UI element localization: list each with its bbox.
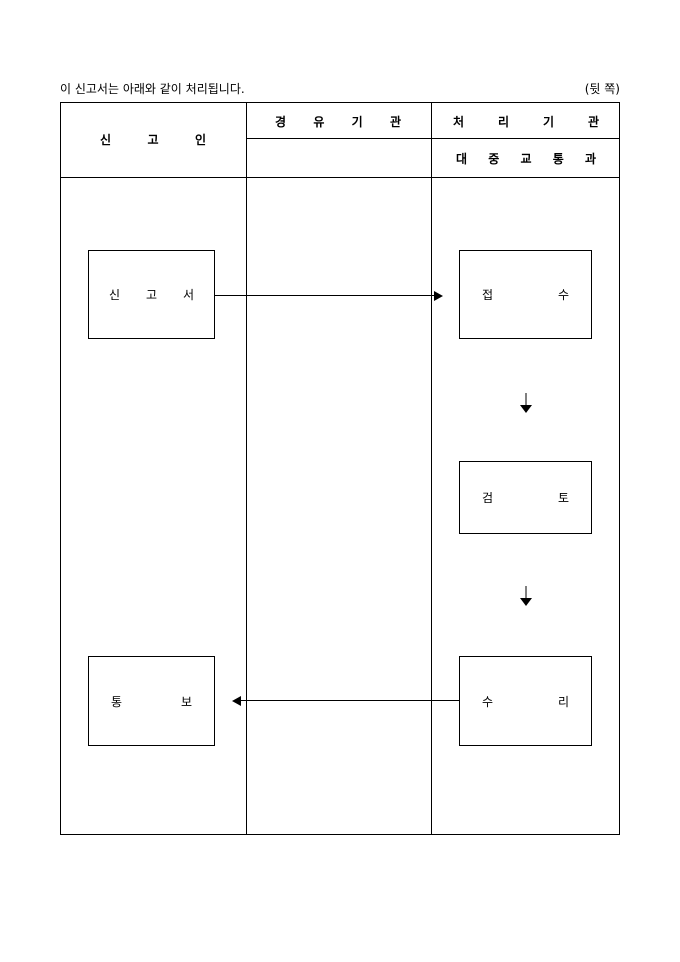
- process-note: 이 신고서는 아래와 같이 처리됩니다.: [60, 82, 245, 96]
- box-char: 수: [482, 694, 494, 709]
- box-char: 접: [482, 288, 494, 302]
- arrow-down-icon: [520, 586, 532, 606]
- acceptance-box: 수 리: [459, 656, 592, 746]
- header-char: 경: [275, 115, 287, 129]
- header-char: 신: [100, 133, 112, 147]
- header-char: 관: [587, 115, 599, 129]
- header-char: 교: [520, 152, 532, 166]
- notification-box: 통 보: [88, 656, 215, 746]
- column-divider-2: [431, 102, 432, 835]
- department-header: 대 중 교 통 과: [456, 150, 596, 167]
- arrow-down-icon: [520, 393, 532, 413]
- box-char: 토: [557, 491, 569, 505]
- acceptance-to-notification-line: [240, 700, 459, 701]
- column-divider-1: [246, 102, 247, 835]
- receipt-box: 접 수: [459, 250, 592, 339]
- declaration-to-receipt-line: [215, 295, 435, 296]
- header-char: 통: [552, 152, 564, 166]
- box-char: 서: [182, 288, 194, 302]
- arrow-left-icon: [232, 696, 241, 706]
- declaration-box: 신 고 서: [88, 250, 215, 339]
- box-char: 통: [111, 694, 123, 709]
- box-char: 신: [109, 288, 121, 302]
- header-char: 관: [389, 115, 401, 129]
- header-char: 리: [497, 115, 510, 129]
- header-char: 중: [488, 152, 500, 166]
- header-char: 고: [147, 133, 159, 147]
- header-mid-line: [246, 138, 620, 139]
- box-char: 수: [557, 288, 569, 302]
- header-char: 대: [456, 152, 468, 166]
- page-side-label: (뒷 쪽): [584, 82, 620, 96]
- arrow-right-icon: [434, 291, 443, 301]
- box-char: 검: [482, 491, 494, 505]
- box-char: 리: [557, 694, 569, 709]
- box-char: 고: [145, 288, 158, 302]
- header-char: 기: [351, 115, 363, 129]
- header-char: 인: [194, 133, 206, 147]
- box-char: 보: [180, 694, 192, 709]
- header-char: 유: [313, 115, 325, 129]
- via-agency-header: 경 유 기 관: [275, 113, 401, 130]
- header-char: 기: [542, 115, 555, 129]
- flow-table: [60, 102, 620, 835]
- processing-agency-header: 처 리 기 관: [453, 113, 599, 130]
- header-char: 처: [453, 115, 465, 129]
- declarant-header: 신 고 인: [100, 131, 206, 148]
- header-char: 과: [584, 152, 596, 166]
- header-bottom-line: [60, 177, 620, 178]
- review-box: 검 토: [459, 461, 592, 534]
